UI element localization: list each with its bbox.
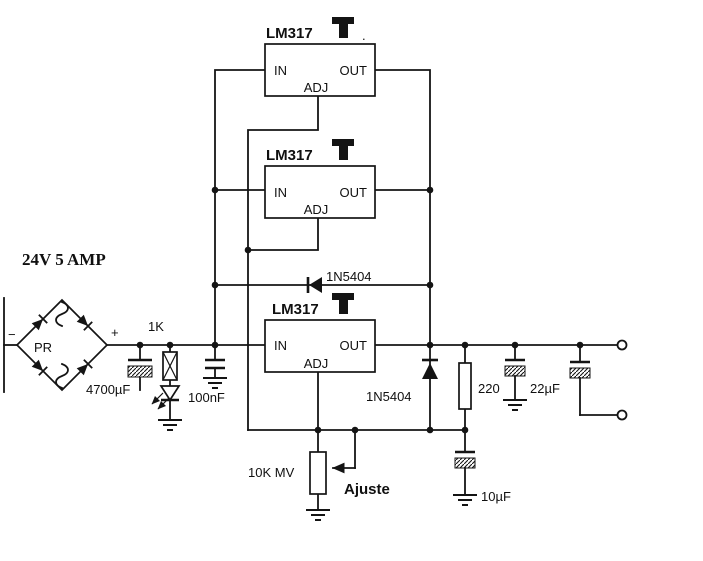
led-icon	[159, 385, 181, 402]
bridge-rectifier: PR − +	[3, 297, 119, 393]
output-terminal-negative	[616, 409, 628, 421]
ac-wave-icon	[55, 300, 69, 328]
junction-dot	[244, 246, 252, 254]
regulator-label: LM317	[266, 147, 313, 164]
output-terminal-positive	[616, 339, 628, 351]
diode-label: 1N5404	[366, 389, 412, 404]
to220-package-icon	[332, 293, 354, 314]
wire	[374, 69, 431, 346]
ac-wave-icon	[55, 362, 69, 390]
capacitor-plate-hatched	[569, 367, 591, 379]
diode-icon	[422, 363, 438, 379]
wire	[214, 69, 266, 346]
resistor-220	[458, 362, 472, 410]
pin-in-label: IN	[274, 63, 287, 78]
junction-dots	[136, 186, 584, 434]
led-indicator-branch: 1K	[148, 319, 182, 431]
junction-dot	[314, 426, 322, 434]
bridge-diode-icon	[76, 359, 93, 376]
adj-capacitor: 10µF	[453, 450, 511, 506]
led-emission-arrow	[151, 392, 164, 405]
output-cap-label: 22µF	[530, 381, 560, 396]
regulator-label: LM317	[266, 25, 313, 42]
junction-dot	[426, 341, 434, 349]
adj-cap-label: 10µF	[481, 489, 511, 504]
regulator-label: LM317	[272, 301, 319, 318]
junction-dot	[461, 341, 469, 349]
wire	[247, 217, 319, 251]
capacitor-plate-hatched	[504, 365, 526, 377]
junction-dot	[461, 426, 469, 434]
pin-adj-label: ADJ	[304, 80, 329, 95]
protection-diode-adj: 1N5404	[366, 358, 438, 404]
adj-resistor: 220	[458, 362, 500, 410]
adjust-potentiometer: 10K MV Ajuste	[248, 429, 390, 521]
potentiometer-label: 10K MV	[248, 465, 295, 480]
to220-package-icon	[332, 17, 354, 38]
regulator-lm317-2: LM317 IN OUT ADJ	[264, 139, 376, 219]
to220-package-icon	[332, 139, 354, 160]
supply-title: 24V 5 AMP	[22, 250, 106, 269]
output-capacitor-22: 22µF	[503, 358, 560, 411]
wire	[247, 95, 319, 431]
ground-icon	[503, 399, 527, 411]
regulator-body	[264, 43, 376, 97]
bridge-diode-icon	[76, 314, 93, 331]
junction-dot	[211, 341, 219, 349]
junction-dot	[211, 281, 219, 289]
junction-dot	[426, 426, 434, 434]
led-emission-arrow	[157, 397, 170, 410]
regulator-body	[264, 165, 376, 219]
bridge-diode-icon	[31, 314, 48, 331]
diode-icon	[309, 277, 322, 293]
capacitor-plate-hatched	[127, 365, 153, 378]
capacitor-plate-hatched	[454, 457, 476, 469]
minus-label: −	[8, 327, 16, 342]
junction-dot	[426, 281, 434, 289]
regulator-lm317-3: LM317 IN OUT ADJ	[264, 293, 376, 373]
protection-diode-top: 1N5404	[306, 269, 372, 293]
regulator-lm317-1: LM317 . IN OUT ADJ	[264, 17, 376, 97]
resistor-cross	[162, 351, 178, 381]
bridge-diode-icon	[31, 359, 48, 376]
pin-in-label: IN	[274, 338, 287, 353]
junction-dot	[166, 341, 174, 349]
junction-dot	[211, 186, 219, 194]
junction-dot	[511, 341, 519, 349]
bridge-label: PR	[34, 340, 52, 355]
ground-icon	[203, 377, 227, 389]
plus-label: +	[111, 325, 119, 340]
junction-dot	[136, 341, 144, 349]
regulator-suffix: .	[362, 28, 366, 43]
junction-dot	[576, 341, 584, 349]
pin-out-label: OUT	[340, 185, 368, 200]
adjust-label: Ajuste	[344, 481, 390, 498]
resistor-1k-label: 1K	[148, 319, 164, 334]
pin-out-label: OUT	[340, 338, 368, 353]
ground-icon	[453, 494, 477, 506]
junction-dot	[426, 186, 434, 194]
pin-adj-label: ADJ	[304, 356, 329, 371]
ground-icon	[158, 419, 182, 431]
terminal-capacitor	[569, 360, 591, 379]
ground-icon	[306, 509, 330, 521]
potentiometer-body	[309, 451, 327, 495]
filter-cap-label: 4700µF	[86, 382, 130, 397]
filter-capacitor: 4700µF	[86, 358, 153, 397]
wiring	[106, 69, 618, 511]
regulator-body	[264, 319, 376, 373]
resistor-220-label: 220	[478, 381, 500, 396]
pin-adj-label: ADJ	[304, 202, 329, 217]
pin-in-label: IN	[274, 185, 287, 200]
junction-dot	[351, 426, 359, 434]
bypass-cap-label: 100nF	[188, 390, 225, 405]
pin-out-label: OUT	[340, 63, 368, 78]
bypass-capacitor: 100nF	[188, 358, 227, 405]
diode-label: 1N5404	[326, 269, 372, 284]
